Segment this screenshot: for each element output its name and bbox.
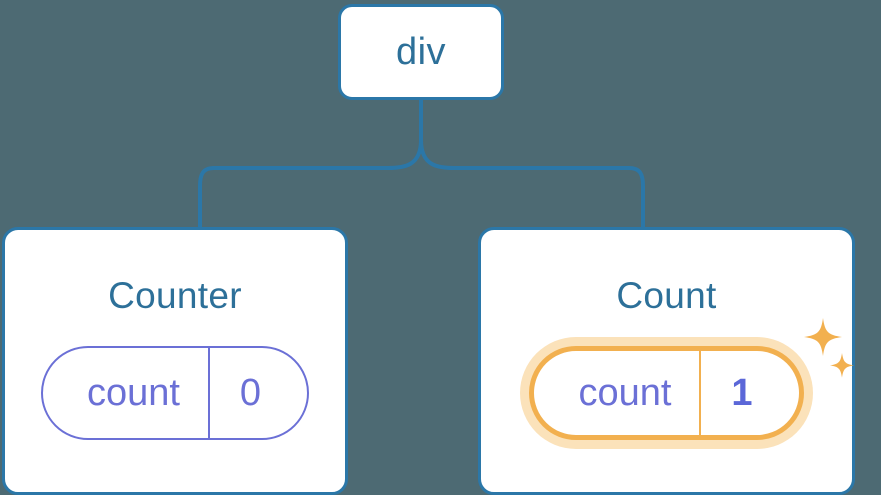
state-key-label: count	[86, 372, 180, 414]
component-title: Counter	[108, 275, 242, 316]
sparkle-icon	[803, 318, 842, 356]
state-pill-wrapper: count 0	[40, 346, 310, 440]
state-value-label: 1	[731, 372, 753, 414]
node-component-count[interactable]: Count count 1	[478, 227, 855, 495]
state-pill[interactable]: count 0	[40, 346, 310, 440]
node-root-div[interactable]: div	[338, 4, 504, 100]
sparkle-group	[803, 318, 854, 378]
state-pill-highlighted[interactable]: count 1	[529, 346, 804, 440]
state-pill-divider	[207, 348, 210, 438]
state-value-label: 0	[239, 372, 262, 414]
state-pill-wrapper-highlighted: count 1	[529, 318, 854, 440]
state-key-label: count	[578, 372, 672, 414]
sparkle-small-icon	[829, 353, 854, 378]
state-pill-divider	[699, 351, 702, 435]
root-node-label: div	[395, 31, 447, 73]
component-title: Count	[616, 275, 717, 316]
node-component-counter[interactable]: Counter count 0	[2, 227, 348, 495]
